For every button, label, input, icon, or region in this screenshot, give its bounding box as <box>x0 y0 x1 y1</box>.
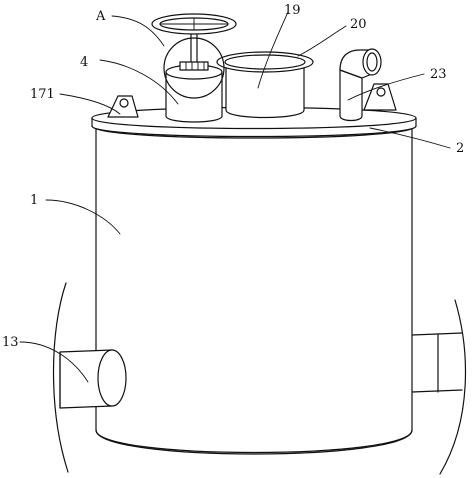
label-19: 19 <box>284 3 301 18</box>
leader-13 <box>19 341 89 383</box>
left-break-curve <box>52 282 69 473</box>
detail-circle-a <box>163 37 225 99</box>
right-outlet-pipe <box>411 332 463 393</box>
label-1: 1 <box>30 193 38 208</box>
label-171: 171 <box>30 87 55 102</box>
lug-right <box>363 83 397 111</box>
tank-body <box>95 125 413 455</box>
leader-lines <box>19 11 451 383</box>
leader-20 <box>297 25 347 57</box>
label-13: 13 <box>2 335 19 350</box>
elbow-pipe <box>339 48 382 122</box>
gear-housing <box>165 64 223 123</box>
leader-19 <box>257 11 289 89</box>
feed-port <box>216 51 314 119</box>
label-23: 23 <box>430 67 447 82</box>
handwheel <box>151 13 237 71</box>
leader-23 <box>347 73 425 101</box>
leader-171 <box>59 93 121 115</box>
inlet-pipe <box>59 349 127 409</box>
leader-a <box>111 15 165 47</box>
label-4: 4 <box>80 55 88 70</box>
lug-left <box>107 95 139 118</box>
label-2: 2 <box>456 141 464 156</box>
leader-1 <box>45 199 121 235</box>
label-a: A <box>95 9 106 24</box>
leader-2 <box>369 127 451 149</box>
label-20: 20 <box>350 17 367 32</box>
leader-4 <box>99 59 179 105</box>
right-break-curve <box>439 299 467 475</box>
